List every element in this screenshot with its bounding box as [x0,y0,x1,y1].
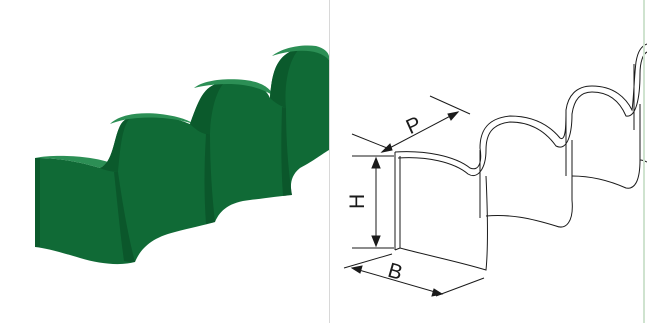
sidewall-outline [394,43,647,271]
sidewall-front-face [35,47,329,265]
sidewall-trough-3 [270,48,300,108]
render-panel [35,45,329,265]
sidewall-top-edge-3 [194,79,274,96]
width-extension-line-1 [343,253,393,269]
sidewall-trough-1 [100,118,130,172]
sidewall-top-edge-1 [35,155,108,168]
sidewall-top-edge-4 [272,45,329,60]
dimension-panel: P H B [330,0,647,323]
sidewall-front-post [394,152,401,251]
green-sidewall-render [35,45,329,265]
pitch-arrowhead-start [380,143,393,153]
panel-divider [329,0,330,323]
width-arrowhead-start [350,265,363,274]
width-label: B [385,259,405,285]
height-dimension [352,155,394,249]
sidewall-bottom-edge-3 [571,104,641,189]
width-dimension-line [351,267,443,295]
width-dimension [343,253,485,297]
sidewall-trough-2 [190,82,225,135]
pitch-dimension [351,95,471,153]
sidewall-lower-shade-3 [281,107,292,196]
pitch-dimension-line [381,111,459,153]
sidewall-top-profile-inner [397,51,647,176]
width-extension-line-2 [435,277,485,297]
height-label: H [346,194,369,209]
pitch-label: P [403,112,425,139]
sidewall-lower-shade-2 [204,134,215,224]
height-arrowhead-bottom [371,235,381,248]
sidewall-bottom-edge-2 [485,140,573,228]
sidewall-front-edge [35,158,40,247]
sidewall-bottom-edge [399,175,488,271]
sidewall-lower-shade-1 [114,172,135,262]
width-arrowhead-end [431,288,444,297]
sidewall-line-drawing: P H B [343,0,647,323]
sidewall-top-profile-outer [394,43,647,170]
height-arrowhead-top [371,156,381,169]
sidewall-top-edge-2 [110,113,194,124]
pitch-extension-line-2 [429,95,471,115]
pitch-extension-line-1 [351,133,393,151]
pitch-arrowhead-end [447,111,460,121]
